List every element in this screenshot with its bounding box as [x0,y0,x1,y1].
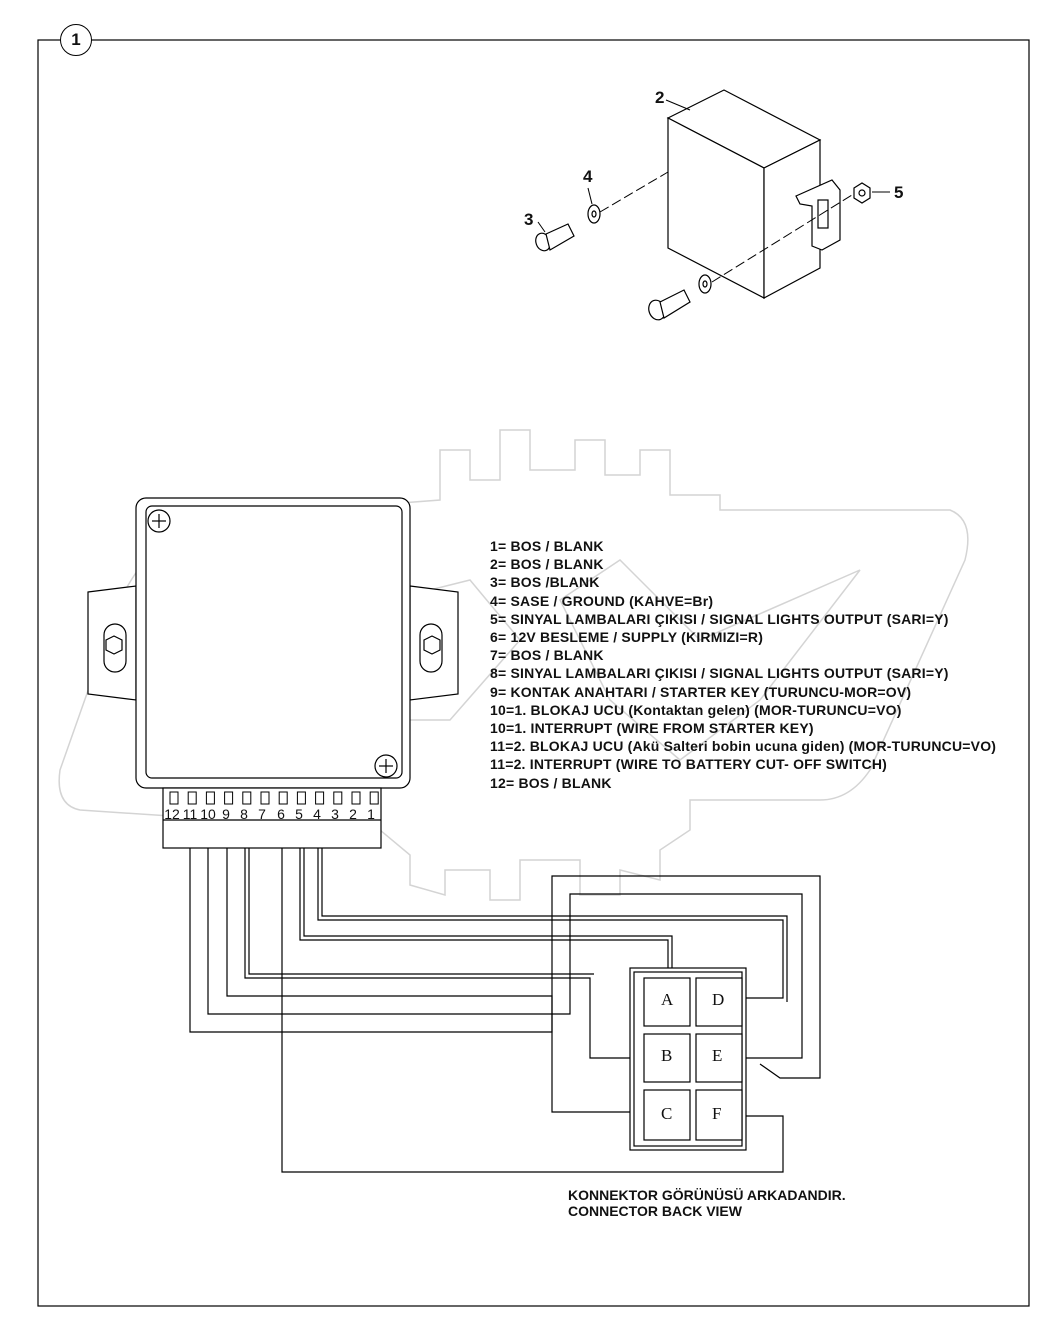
wire-pin6 [281,848,784,1173]
callout-4: 4 [583,167,593,186]
cell-D [695,977,743,1027]
wiring [189,848,821,1173]
callout-2: 2 [655,88,665,107]
legend-line: 6= 12V BESLEME / SUPPLY (KIRMIZI=R) [490,629,764,646]
pin-label: 8 [240,806,248,822]
callout-5: 5 [894,183,904,202]
sheet-frame [37,39,1030,1307]
wire-pin5 [299,848,669,978]
pin-slot [187,791,197,805]
connector-letter-e: E [712,1046,723,1065]
legend-line: 12= BOS / BLANK [490,774,612,791]
relay-box-exploded [535,89,871,321]
cell-F [695,1089,743,1141]
legend-line: 5= SINYAL LAMBALARI ÇIKISI / SIGNAL LIGH… [490,610,949,627]
assembly-lines [599,171,853,283]
pin-legend: 1= BOS / BLANK 2= BOS / BLANK 3= BOS /BL… [490,537,996,792]
cell-C [643,1089,691,1141]
legend-line: 4= SASE / GROUND (KAHVE=Br) [490,592,714,609]
pin-slot [369,791,379,805]
legend-line: 10=1. INTERRUPT (WIRE FROM STARTER KEY) [490,720,814,737]
connector-pin-slots [169,791,379,805]
pin-slot [260,791,270,805]
callout-3: 3 [524,210,534,229]
legend-line: 1= BOS / BLANK [490,538,604,554]
connector-letter-f: F [712,1104,722,1123]
pin-slot [242,791,252,805]
pin-label: 7 [258,806,266,822]
pin-slot [169,791,179,805]
pin-slot [224,791,234,805]
relay-module [87,497,459,849]
six-pin-connector [629,967,747,1151]
screw-3 [535,223,575,252]
wire-pin4 [317,848,784,999]
pin-slot [333,791,343,805]
legend-line: 11=2. INTERRUPT (WIRE TO BATTERY CUT- OF… [490,756,888,773]
pin-slot [315,791,325,805]
legend-line: 11=2. BLOKAJ UCU (Akü Salteri bobin ucun… [490,738,997,755]
legend-line: 9= KONTAK ANAHTARI / STARTER KEY (TURUNC… [490,683,912,700]
pin-slot [205,791,215,805]
pin-label: 11 [182,806,198,822]
wire-pin10 [207,848,803,1059]
connector-note: KONNEKTOR GÖRÜNÜSÜ ARKADANDIR. CONNECTOR… [568,1187,846,1219]
cell-B [643,1033,691,1083]
pin-label: 2 [349,806,357,822]
legend-line: 3= BOS /BLANK [490,574,600,591]
wire-pin8 [244,848,642,1059]
module-pin-labels: 12 11 10 9 8 7 6 5 4 3 2 1 [163,806,381,822]
pin-label: 5 [295,806,303,822]
pin-slot [296,791,306,805]
connector-letter-d: D [712,990,725,1009]
legend-line: 10=1. BLOKAJ UCU (Kontaktan gelen) (MOR-… [490,701,902,718]
pin-label: 3 [331,806,339,822]
cell-E [695,1033,743,1083]
pin-slot [351,791,361,805]
pin-label: 10 [200,806,216,822]
cell-A [643,977,691,1027]
pin-label: 9 [222,806,230,822]
pin-slot [278,791,288,805]
pin-label: 6 [277,806,285,822]
note-line-2: CONNECTOR BACK VIEW [568,1203,742,1219]
legend-line: 8= SINYAL LAMBALARI ÇIKISI / SIGNAL LIGH… [490,665,949,682]
pin-label: 4 [313,806,321,822]
connector-letter-a: A [661,990,674,1009]
relay-box-side [763,139,821,300]
connector-letter-c: C [661,1104,673,1123]
pin-label: 12 [164,806,180,822]
module-connector [162,787,382,849]
legend-line: 7= BOS / BLANK [490,647,604,664]
note-line-1: KONNEKTOR GÖRÜNÜSÜ ARKADANDIR. [568,1187,846,1203]
leader-lines [537,99,890,233]
module-body [135,497,411,789]
wire-pin11 [189,848,821,1079]
legend-line: 2= BOS / BLANK [490,556,604,573]
connector-letter-b: B [661,1046,673,1065]
screw-lower [648,289,691,321]
sheet-number-badge: 1 [60,24,92,56]
pin-label: 1 [367,806,375,822]
module-screws [147,509,398,778]
